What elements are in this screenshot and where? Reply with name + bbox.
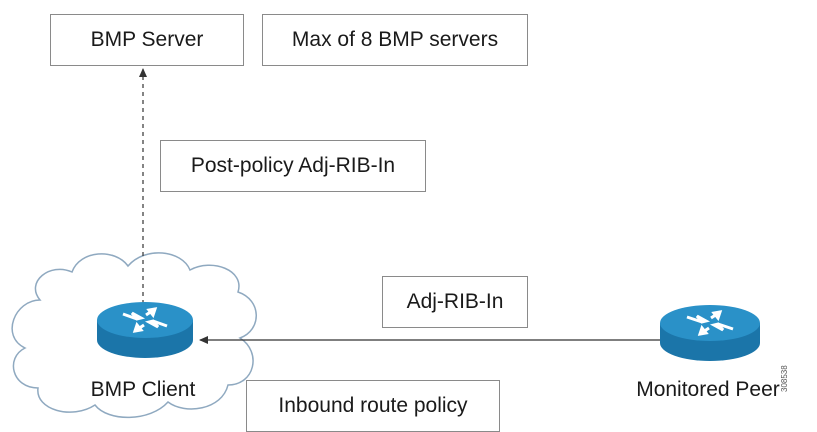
inbound-policy-box: Inbound route policy [246,380,500,432]
router-icon [97,302,193,358]
monitored-peer-label: Monitored Peer [636,378,780,401]
max-servers-box: Max of 8 BMP servers [262,14,528,66]
adj-rib-in-box: Adj-RIB-In [382,276,528,328]
bmp-client-label: BMP Client [90,378,196,401]
router-icon [660,305,760,361]
figure-id: 308538 [780,365,789,392]
post-policy-box: Post-policy Adj-RIB-In [160,140,426,192]
bmp-server-box: BMP Server [50,14,244,66]
